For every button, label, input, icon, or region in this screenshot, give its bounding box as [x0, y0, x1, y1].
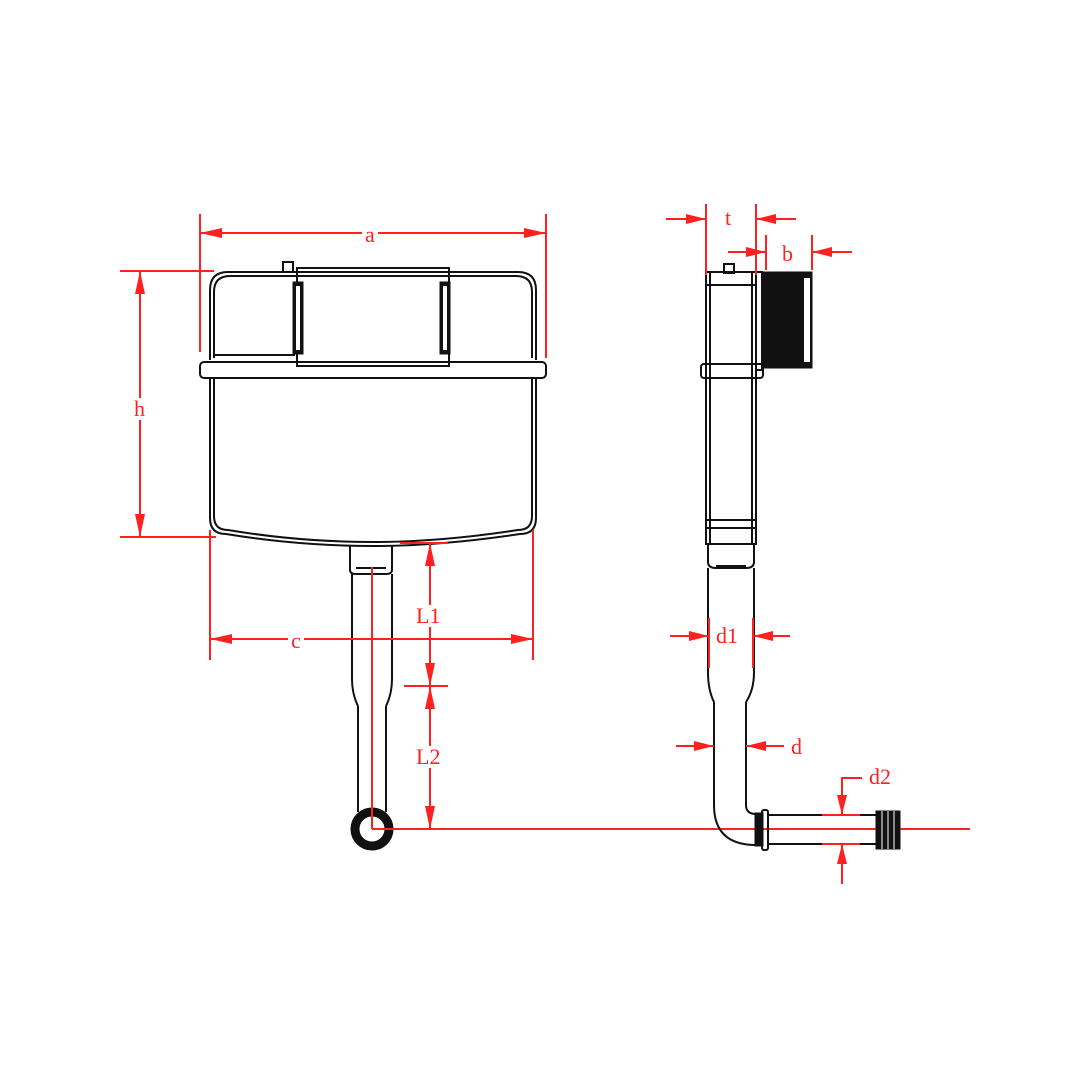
label-b: b	[779, 243, 796, 265]
label-L1: L1	[413, 605, 444, 627]
front-dimensions	[120, 214, 970, 830]
label-a: a	[362, 224, 378, 246]
label-L2: L2	[413, 746, 444, 768]
label-t: t	[722, 207, 735, 229]
side-dimensions	[666, 204, 862, 884]
side-view	[700, 263, 901, 851]
label-d1: d1	[713, 625, 741, 647]
label-c: c	[288, 630, 304, 652]
label-d2: d2	[866, 766, 894, 788]
label-d: d	[788, 736, 805, 758]
label-h: h	[131, 398, 148, 420]
